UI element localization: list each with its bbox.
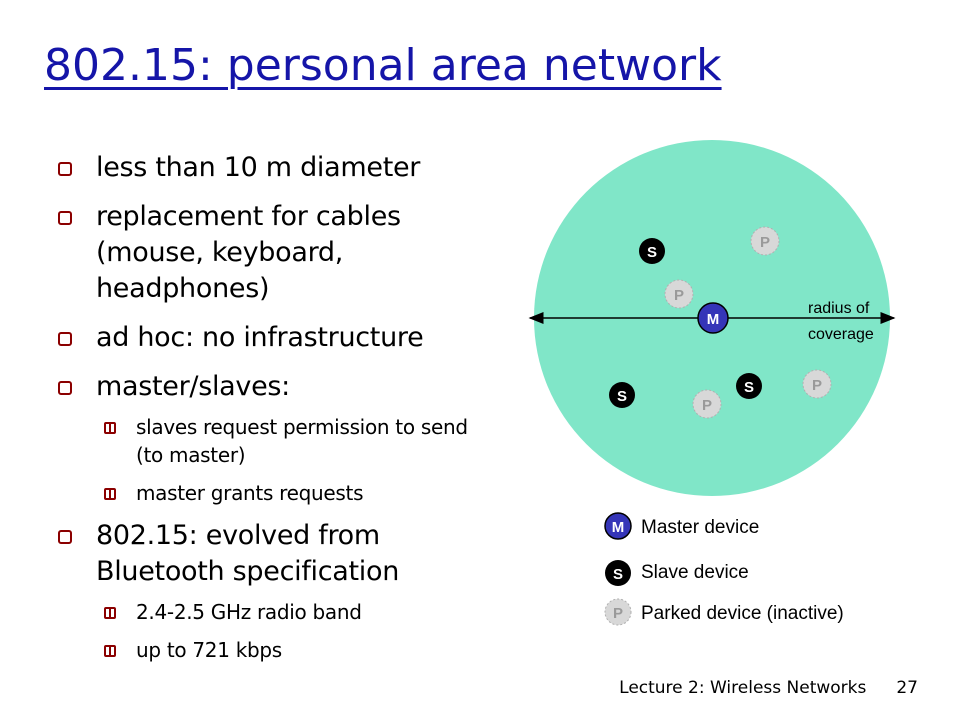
bullet-text: replacement for cables (mouse, keyboard,…: [96, 201, 401, 304]
parked-device-icon: P: [692, 389, 722, 419]
sub-bullet-item: up to 721 kbps: [96, 636, 498, 664]
svg-text:P: P: [613, 605, 623, 622]
slave-device-icon: S: [609, 382, 635, 408]
master-device-icon: M: [697, 302, 729, 334]
bullet-marker: [58, 211, 72, 225]
svg-text:M: M: [612, 519, 625, 536]
legend: M Master device S Slave device P Parked …: [604, 512, 844, 626]
bullet-text: less than 10 m diameter: [96, 152, 421, 183]
sub-bullet-item: master grants requests: [96, 479, 498, 507]
coverage-label-line1: radius of: [808, 300, 870, 317]
legend-parked-icon: P: [604, 598, 632, 626]
sub-bullet-item: slaves request permission to send (to ma…: [96, 413, 498, 469]
sub-bullet-list: 2.4-2.5 GHz radio band up to 721 kbps: [96, 598, 498, 664]
svg-text:P: P: [674, 287, 684, 304]
bullet-item: less than 10 m diameter: [58, 150, 498, 186]
legend-master-label: Master device: [641, 517, 759, 538]
bullet-item: master/slaves: slaves request permission…: [58, 369, 498, 507]
svg-text:P: P: [812, 377, 822, 394]
bullet-text: ad hoc: no infrastructure: [96, 322, 424, 353]
sub-bullet-text: up to 721 kbps: [136, 638, 282, 662]
svg-text:S: S: [613, 566, 623, 583]
svg-text:P: P: [702, 397, 712, 414]
slide-footer: Lecture 2: Wireless Networks 27: [619, 678, 918, 698]
footer-course: Lecture 2: Wireless Networks: [619, 678, 867, 698]
slave-device-icon: S: [736, 373, 762, 399]
legend-master-icon: M: [604, 512, 632, 540]
bullet-item: replacement for cables (mouse, keyboard,…: [58, 199, 498, 307]
legend-slave-label: Slave device: [641, 562, 749, 583]
sub-bullet-text: master grants requests: [136, 481, 364, 505]
bullet-marker: [58, 162, 72, 176]
parked-device-icon: P: [802, 369, 832, 399]
sub-bullet-text: 2.4-2.5 GHz radio band: [136, 600, 362, 624]
coverage-label-line2: coverage: [808, 326, 874, 343]
svg-text:S: S: [617, 388, 627, 405]
svg-text:P: P: [760, 234, 770, 251]
svg-text:S: S: [647, 244, 657, 261]
sub-bullet-marker: [104, 645, 116, 657]
bullet-list: less than 10 m diameter replacement for …: [58, 150, 498, 677]
bullet-text: master/slaves:: [96, 371, 290, 402]
legend-slave-icon: S: [605, 560, 631, 586]
bullet-item: 802.15: evolved from Bluetooth specifica…: [58, 518, 498, 664]
sub-bullet-item: 2.4-2.5 GHz radio band: [96, 598, 498, 626]
bullet-text: 802.15: evolved from Bluetooth specifica…: [96, 520, 400, 587]
sub-bullet-marker: [104, 607, 116, 619]
legend-parked-label: Parked device (inactive): [641, 603, 844, 624]
parked-device-icon: P: [750, 226, 780, 256]
parked-device-icon: P: [664, 279, 694, 309]
bullet-item: ad hoc: no infrastructure: [58, 320, 498, 356]
sub-bullet-text: slaves request permission to send (to ma…: [136, 415, 468, 467]
bullet-marker: [58, 332, 72, 346]
sub-bullet-marker: [104, 488, 116, 500]
slide-title: 802.15: personal area network: [44, 40, 722, 91]
sub-bullet-marker: [104, 422, 116, 434]
svg-text:M: M: [707, 311, 720, 328]
bullet-marker: [58, 381, 72, 395]
slave-device-icon: S: [639, 238, 665, 264]
page-number: 27: [896, 678, 918, 698]
sub-bullet-list: slaves request permission to send (to ma…: [96, 413, 498, 507]
bullet-marker: [58, 530, 72, 544]
svg-text:S: S: [744, 379, 754, 396]
